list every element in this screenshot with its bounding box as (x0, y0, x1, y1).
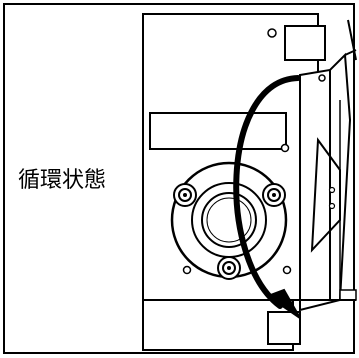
bolt-right (262, 183, 286, 207)
state-label: 循環状態 (18, 168, 107, 193)
figure-border (3, 3, 355, 354)
top-window (284, 25, 326, 61)
plate-screw (280, 143, 290, 153)
label-plate (149, 112, 287, 150)
circulation-arrow (233, 75, 301, 309)
flange-bore (201, 192, 257, 248)
bolt-left (173, 183, 197, 207)
small-hole-left (182, 265, 192, 275)
bolt-bottom (217, 256, 241, 280)
small-hole-right (282, 265, 292, 275)
circulation-arrowhead (265, 288, 301, 319)
top-screw-hole (267, 28, 277, 38)
outlet-chute (267, 311, 301, 345)
